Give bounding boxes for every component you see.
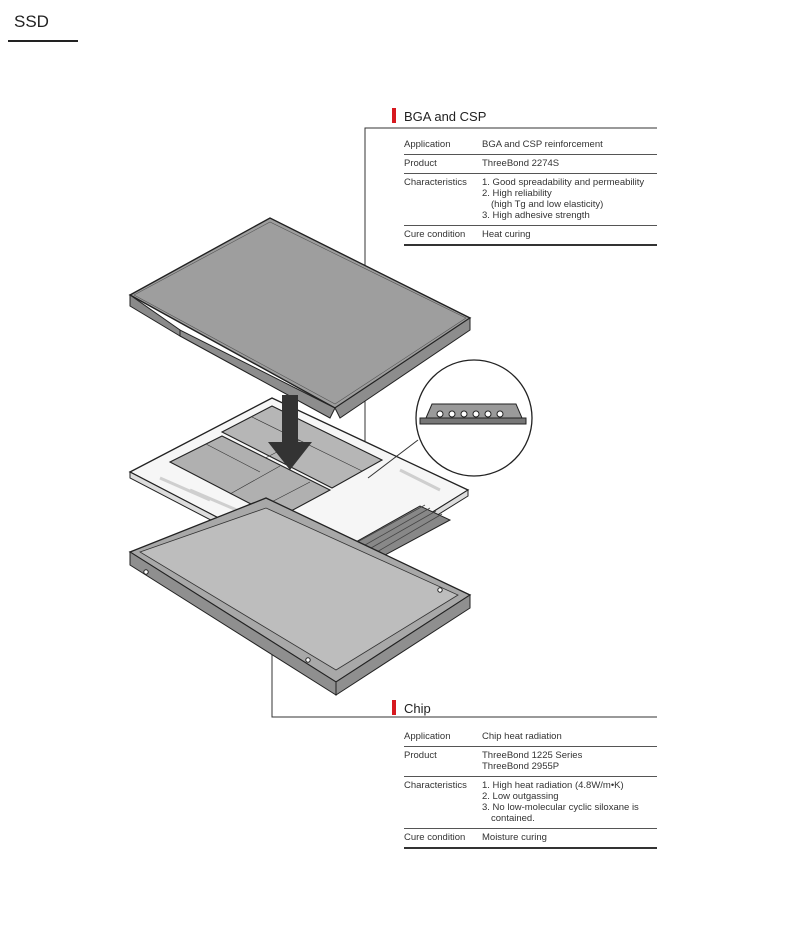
section-heading-bga: BGA and CSP — [392, 108, 486, 124]
row-key: Product — [404, 158, 437, 169]
row-key: Characteristics — [404, 780, 467, 791]
spec-table-chip: Application Chip heat radiation Product … — [404, 728, 657, 849]
row-value: 1. High heat radiation (4.8W/m•K) 2. Low… — [482, 780, 639, 824]
row-key: Cure condition — [404, 832, 466, 843]
row-value: ThreeBond 2274S — [482, 158, 560, 169]
row-key: Characteristics — [404, 177, 467, 188]
bottom-case — [128, 497, 472, 696]
row-key: Product — [404, 750, 437, 761]
row-value: ThreeBond 1225 Series ThreeBond 2955P — [482, 750, 583, 772]
page-title: SSD — [14, 12, 49, 31]
table-row: Cure condition Heat curing — [404, 226, 657, 245]
row-value: Heat curing — [482, 229, 531, 240]
row-key: Application — [404, 731, 451, 742]
title-underline — [8, 40, 78, 42]
table-row: Characteristics 1. Good spreadability an… — [404, 174, 657, 226]
row-value: Moisture curing — [482, 832, 547, 843]
table-row: Cure condition Moisture curing — [404, 829, 657, 848]
assembly-arrow-down-1 — [268, 395, 312, 470]
section-heading-chip: Chip — [392, 700, 431, 716]
accent-bar — [392, 700, 396, 715]
table-row: Product ThreeBond 1225 Series ThreeBond … — [404, 747, 657, 777]
table-row: Application BGA and CSP reinforcement — [404, 136, 657, 155]
top-cover — [128, 217, 472, 419]
row-value: Chip heat radiation — [482, 731, 562, 742]
row-key: Application — [404, 139, 451, 150]
row-key: Cure condition — [404, 229, 466, 240]
chip-left — [168, 435, 332, 519]
table-row: Application Chip heat radiation — [404, 728, 657, 747]
table-row: Characteristics 1. High heat radiation (… — [404, 777, 657, 829]
bga-detail-magnifier — [367, 359, 533, 479]
accent-bar — [392, 108, 396, 123]
row-value: BGA and CSP reinforcement — [482, 139, 603, 150]
row-value: 1. Good spreadability and permeability 2… — [482, 177, 645, 221]
spec-table-bga: Application BGA and CSP reinforcement Pr… — [404, 136, 657, 246]
table-row: Product ThreeBond 2274S — [404, 155, 657, 174]
